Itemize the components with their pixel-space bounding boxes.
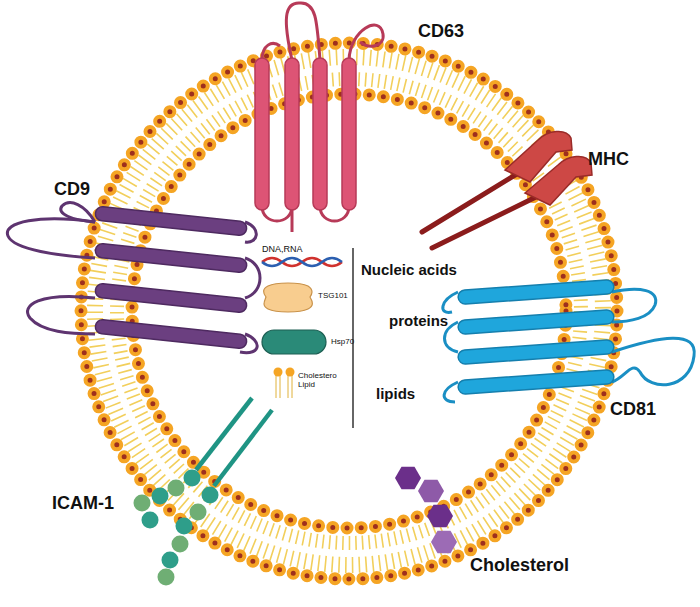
cd9-loop (7, 219, 95, 258)
part-label: Cholesterol (470, 556, 569, 576)
part-label: Cholestero Lipid (298, 372, 342, 390)
outer-lipid-heads (81, 43, 617, 579)
cd81-tail (444, 382, 458, 402)
mhc-stalk (422, 172, 520, 232)
lipid-tail (288, 376, 289, 398)
cd63-loop (349, 25, 383, 60)
icam1-stalk (196, 398, 252, 470)
icam1-domain (152, 488, 169, 505)
dna-strand (262, 258, 342, 266)
cd63-helix (255, 58, 269, 210)
mhc-protein (422, 131, 592, 248)
icam1-domain (190, 504, 207, 521)
tsg101-icon (264, 283, 313, 312)
cd81-helix (458, 310, 615, 335)
sterol-ring (418, 480, 444, 503)
cholesterol-molecule (395, 467, 457, 554)
icam1-domain (142, 512, 159, 529)
part-label: CD9 (54, 180, 90, 200)
sterol-ring (395, 467, 421, 490)
cd9-protein (7, 203, 260, 353)
part-label: CD81 (610, 400, 656, 420)
part-label: MHC (588, 150, 629, 170)
part-label: proteins (389, 313, 448, 330)
part-label: CD63 (418, 22, 464, 42)
hsp70-icon (262, 330, 326, 354)
lipid-tail (276, 376, 277, 398)
cd63-loop (262, 44, 280, 60)
lipid-tail (280, 376, 281, 398)
cd81-helix (458, 340, 615, 365)
lipid-head (286, 368, 295, 377)
icam1-domain (158, 569, 175, 586)
outer-lipid-tails (95, 57, 603, 565)
icam1-domain (176, 518, 193, 535)
part-label: lipids (376, 386, 415, 403)
rna-strand (262, 258, 342, 266)
icam1-protein (134, 398, 273, 586)
part-label: Nucleic acids (361, 262, 457, 279)
cd9-helix (95, 243, 248, 273)
part-label: ICAM-1 (52, 494, 114, 514)
icam1-domain (184, 470, 201, 487)
part-label: DNA,RNA (262, 245, 303, 255)
cd9-helix (95, 319, 248, 349)
cd9-loop (28, 296, 95, 334)
cd63-loop (286, 3, 320, 60)
cd81-tail (443, 292, 458, 312)
lipid-tail (292, 376, 293, 398)
icam1-domain (134, 495, 151, 512)
mhc-stalk (432, 195, 540, 248)
cd9-helix (95, 206, 248, 236)
cd63-helix (313, 58, 327, 210)
icam1-domain (202, 487, 219, 504)
part-label: TSG101 (318, 292, 348, 301)
cd9-helix (95, 283, 248, 313)
outer-head-marks (81, 43, 617, 579)
icam1-stalk (214, 410, 272, 486)
cd81-loop (612, 338, 694, 385)
sterol-ring (431, 531, 457, 554)
cd81-loop (612, 289, 656, 322)
cd63-helix (342, 58, 356, 210)
lipid-bilayer (81, 43, 617, 579)
icam1-domain (162, 552, 179, 569)
lipid-icon (274, 368, 295, 399)
sterol-ring (427, 505, 453, 528)
icam1-domain (168, 480, 185, 497)
mhc-domain (525, 156, 592, 205)
cd63-protein (255, 3, 383, 232)
cd81-helix (458, 280, 615, 305)
cd81-helix (458, 370, 615, 395)
cd63-helix (285, 58, 299, 210)
lipid-head (274, 368, 283, 377)
cd81-protein (443, 280, 694, 402)
icam1-domain (172, 536, 189, 553)
part-label: Hsp70 (331, 338, 354, 347)
